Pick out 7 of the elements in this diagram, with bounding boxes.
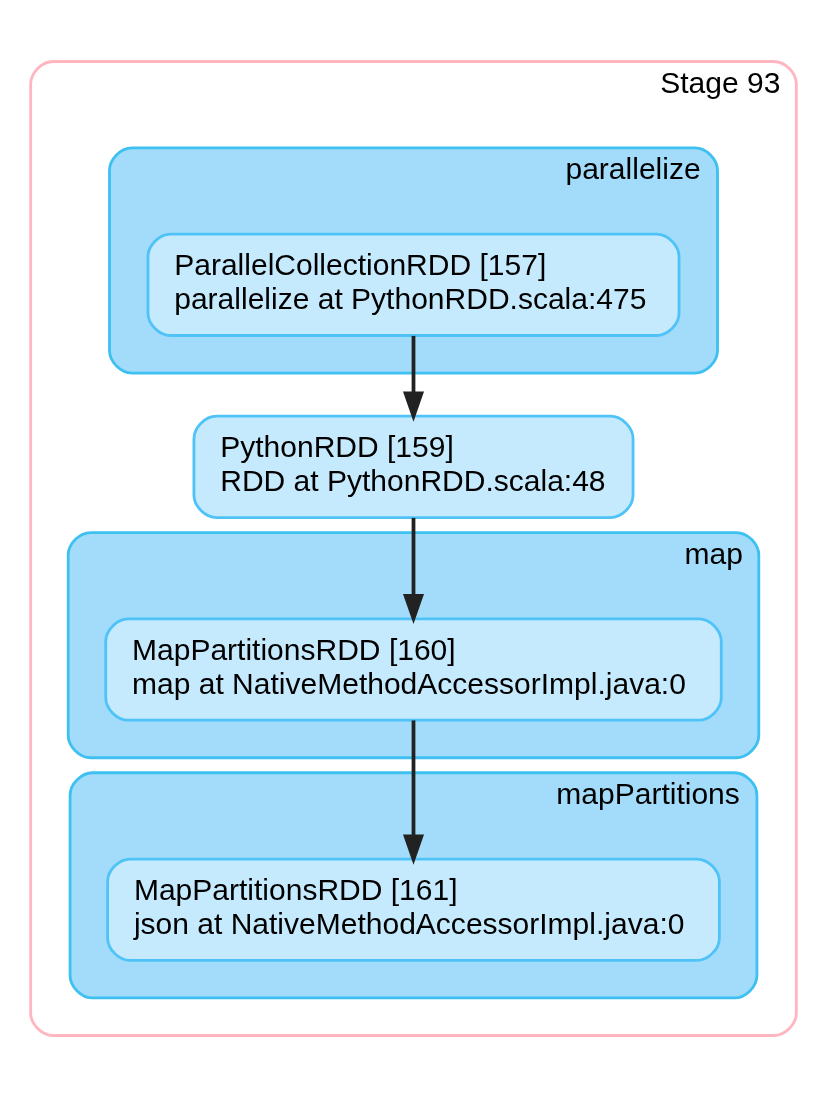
arrow	[402, 720, 425, 865]
node-box: MapPartitionsRDD [161] json at NativeMethodAccessorImpl.java:0	[106, 857, 721, 962]
arrow	[402, 517, 425, 625]
node-box: MapPartitionsRDD [160] map at NativeMethodAccessorImpl.java:0	[104, 617, 723, 722]
node-box: PythonRDD [159] RDD at PythonRDD.scala:48	[192, 414, 635, 519]
node-box: ParallelCollectionRDD [157] parallelize at PythonRDD.scala:475	[146, 232, 681, 337]
arrow	[402, 335, 425, 422]
